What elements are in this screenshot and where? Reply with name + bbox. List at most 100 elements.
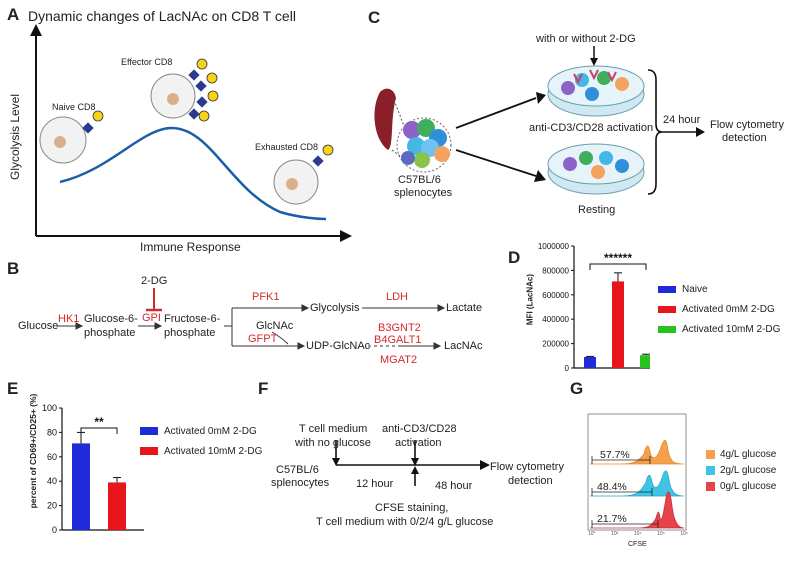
mouse-label-line2: splenocytes bbox=[394, 187, 453, 199]
activation-line1: anti-CD3/CD28 bbox=[382, 423, 457, 435]
g-xtick-0: 10° bbox=[588, 531, 596, 537]
f6p-line1: Fructose-6- bbox=[164, 313, 221, 325]
panel-g-legend: 4g/L glucose 2g/L glucose 0g/L glucose bbox=[706, 446, 776, 494]
f-mouse-line1: C57BL/6 bbox=[276, 464, 319, 476]
legend-swatch-e-activated-10 bbox=[140, 447, 158, 455]
legend-label-activated-10: Activated 10mM 2-DG bbox=[682, 323, 781, 335]
y-tick-label: 800000 bbox=[542, 266, 569, 275]
histogram-2g bbox=[590, 470, 685, 497]
drug-2dg: 2-DG bbox=[141, 275, 168, 287]
panel-g-letter: G bbox=[570, 379, 584, 398]
effector-cd8-cell bbox=[150, 58, 219, 122]
panel-a-title: Dynamic changes of LacNAc on CD8 T cell bbox=[28, 8, 296, 24]
y-tick-label: 0 bbox=[52, 525, 57, 535]
g-legend-swatch-0g bbox=[706, 481, 715, 491]
panel-g-histograms bbox=[587, 413, 687, 531]
significance-bracket bbox=[589, 263, 647, 270]
y-tick-label: 40 bbox=[47, 476, 57, 486]
significance-stars: ****** bbox=[604, 251, 632, 265]
g-xtick-1: 10³ bbox=[611, 531, 619, 537]
enzyme-ldh: LDH bbox=[386, 291, 409, 303]
gate-percent-0g: 21.7% bbox=[597, 513, 627, 525]
spleen-icon bbox=[374, 88, 396, 150]
enzyme-hk1: HK1 bbox=[58, 313, 80, 325]
panel-b-letter: B bbox=[7, 259, 20, 278]
exhausted-cd8-cell bbox=[273, 144, 334, 205]
lacnac-label: LacNAc bbox=[444, 340, 483, 352]
splenocytes-cluster bbox=[401, 119, 450, 168]
significance-bracket bbox=[80, 427, 118, 434]
activation-label: anti-CD3/CD28 activation bbox=[529, 122, 654, 134]
g-legend-label-2g: 2g/L glucose bbox=[720, 464, 777, 476]
naive-cd8-label: Naive CD8 bbox=[52, 102, 96, 112]
bar-1 bbox=[72, 443, 90, 530]
resting-dish bbox=[547, 143, 645, 195]
activation-line2: activation bbox=[395, 437, 442, 449]
incubation-time: 24 hour bbox=[663, 114, 701, 126]
resting-label: Resting bbox=[578, 204, 616, 216]
y-tick-label: 600000 bbox=[542, 291, 569, 300]
g-xtick-4: 10⁶ bbox=[680, 531, 688, 537]
medium-line1: T cell medium bbox=[299, 423, 368, 435]
legend-label-naive: Naive bbox=[682, 283, 708, 295]
panel-f-letter: F bbox=[258, 379, 269, 398]
lactate-label: Lactate bbox=[446, 302, 483, 314]
panel-e-legend: Activated 0mM 2-DG Activated 10mM 2-DG bbox=[140, 421, 262, 461]
g-legend-swatch-4g bbox=[706, 449, 715, 459]
f-readout-line2: detection bbox=[508, 475, 553, 487]
significance-stars: ** bbox=[94, 415, 104, 429]
legend-label-e-activated-10: Activated 10mM 2-DG bbox=[164, 445, 263, 457]
g6p-line2: phosphate bbox=[84, 327, 136, 339]
cfse-line2: T cell medium with 0/2/4 g/L glucose bbox=[316, 516, 494, 528]
flow-readout-line2: detection bbox=[722, 132, 767, 144]
panel-f-timeline bbox=[332, 440, 490, 486]
y-tick-label: 0 bbox=[565, 364, 570, 373]
glucose-label: Glucose bbox=[18, 320, 59, 332]
panel-a-x-arrow bbox=[340, 230, 352, 242]
time-12h: 12 hour bbox=[356, 478, 394, 490]
y-tick-label: 60 bbox=[47, 452, 57, 462]
legend-label-activated-0: Activated 0mM 2-DG bbox=[682, 303, 775, 315]
y-tick-label: 20 bbox=[47, 501, 57, 511]
g6p-line1: Glucose-6- bbox=[84, 313, 138, 325]
legend-item-e-activated-10: Activated 10mM 2-DG bbox=[140, 441, 262, 461]
g-legend-item-4g: 4g/L glucose bbox=[706, 446, 776, 462]
drug-note: with or without 2-DG bbox=[536, 33, 636, 45]
bar-3 bbox=[640, 355, 650, 368]
mouse-label-line1: C57BL/6 bbox=[398, 174, 441, 186]
f6p-line2: phosphate bbox=[164, 327, 216, 339]
g-legend-swatch-2g bbox=[706, 465, 715, 475]
y-tick-label: 200000 bbox=[542, 340, 569, 349]
panel-a-ylabel: Glycolysis Level bbox=[8, 93, 22, 181]
panel-d-letter: D bbox=[508, 248, 521, 267]
f-readout-line1: Flow cytometry bbox=[490, 461, 564, 473]
legend-swatch-naive bbox=[658, 285, 676, 293]
legend-item-naive: Naive bbox=[658, 279, 780, 299]
bar-2 bbox=[612, 281, 624, 368]
panel-a-diagram bbox=[30, 24, 352, 242]
panel-c-diagram bbox=[374, 46, 705, 195]
flow-readout-line1: Flow cytometry bbox=[710, 119, 784, 131]
effector-cd8-label: Effector CD8 bbox=[121, 57, 173, 67]
legend-swatch-activated-10 bbox=[658, 325, 676, 333]
legend-item-e-activated-0: Activated 0mM 2-DG bbox=[140, 421, 262, 441]
f-mouse-line2: splenocytes bbox=[271, 477, 330, 489]
panel-e-letter: E bbox=[7, 379, 19, 398]
bar-2 bbox=[108, 482, 126, 530]
panel-a-y-arrow bbox=[30, 24, 42, 36]
histogram-0g bbox=[590, 491, 685, 529]
bar-1 bbox=[584, 357, 596, 368]
glcnac-label: GlcNAc bbox=[256, 320, 294, 332]
g-xtick-3: 10⁵ bbox=[657, 531, 665, 537]
y-tick-label: 80 bbox=[47, 427, 57, 437]
legend-label-e-activated-0: Activated 0mM 2-DG bbox=[164, 425, 257, 437]
g-xtick-2: 10⁴ bbox=[633, 531, 642, 537]
time-48h: 48 hour bbox=[435, 480, 473, 492]
panel-g-frame bbox=[587, 413, 687, 531]
y-tick-label: 1000000 bbox=[538, 242, 570, 251]
panel-a-xlabel: Immune Response bbox=[140, 240, 241, 254]
glycolysis-label: Glycolysis bbox=[310, 302, 360, 314]
panel-d-legend: Naive Activated 0mM 2-DG Activated 10mM … bbox=[658, 279, 780, 339]
